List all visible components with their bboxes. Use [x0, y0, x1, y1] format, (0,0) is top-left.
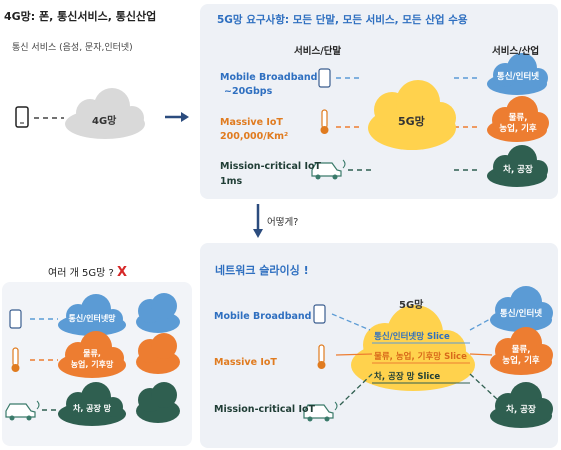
slice3-label: 차, 공장 망 Slice [374, 372, 441, 382]
thermometer-icon [320, 109, 329, 134]
multi-5g-title-text: 여러 개 5G망 ? [48, 268, 114, 279]
cloud-5g-bottom [351, 305, 475, 391]
rb-row1: Mobile Broadband [214, 311, 312, 322]
row1-name: Mobile Broadband [220, 72, 318, 83]
col-industry-header: 서비스/산업 [492, 46, 540, 57]
cloud-dark-top [487, 145, 548, 187]
car-icon [5, 400, 40, 421]
title-5g: 5G망 요구사항: 모든 단말, 모든 서비스, 모든 산업 수용 [217, 14, 468, 26]
net-5g-label: 5G망 [399, 300, 424, 311]
slicing-title: 네트워크 슬라이싱 ! [215, 264, 309, 277]
cloud-4g-label: 4G망 [92, 116, 117, 127]
cloud-dark-bottom [490, 382, 553, 428]
cloud-label-blue-bottom: 통신/인터넷 [499, 309, 543, 319]
cloud-label-orange-top: 물류, 농업, 기후 [499, 113, 537, 134]
row2-value: 200,000/Km² [220, 131, 289, 142]
down-arrow [253, 204, 263, 238]
thermometer-icon [317, 344, 326, 369]
cloud-label-blue-left: 통신/인터넷망 [68, 314, 116, 323]
cloud-4g [65, 88, 145, 139]
rb-row2: Massive IoT [214, 357, 277, 368]
cloud-blue-left-2 [136, 293, 180, 333]
cloud-5g-top [368, 80, 456, 150]
cloud-orange-top [487, 96, 549, 142]
how-question: 어떻게? [267, 217, 299, 228]
cloud-blue-bottom [490, 286, 553, 332]
cloud-orange-bottom [490, 327, 553, 375]
col-device-header: 서비스/단말 [294, 46, 342, 57]
cloud-blue-top [487, 53, 548, 95]
right-arrow [165, 112, 189, 122]
row2-name: Massive IoT [220, 117, 283, 128]
thermometer-icon [11, 347, 20, 372]
phone-icon [9, 309, 22, 329]
phone-icon [313, 304, 326, 324]
row3-value: 1ms [220, 176, 243, 187]
cloud-dark-left-2 [136, 382, 180, 423]
cloud-blue-left [58, 294, 126, 336]
cloud-label-blue-top: 통신/인터넷 [496, 72, 540, 82]
cloud-label-dark-bottom: 차, 공장 [506, 405, 536, 415]
cloud-label-dark-top: 차, 공장 [503, 165, 533, 175]
row3-name: Mission-critical IoT [220, 161, 322, 172]
cloud-dark-left [58, 382, 126, 426]
cloud-orange-left-2 [136, 333, 180, 374]
cloud-orange-left [58, 331, 126, 378]
phone-icon [318, 68, 331, 88]
cloud-label-orange-left: 물류, 농업, 기후망 [70, 349, 114, 369]
rb-row3: Mission-critical IoT [214, 404, 316, 415]
slice2-label: 물류, 농업, 기후망 Slice [374, 352, 467, 362]
cloud-label-dark-left: 차, 공장 망 [72, 404, 112, 413]
row1-value: ~20Gbps [224, 86, 273, 97]
phone-icon [15, 106, 29, 128]
subtitle-4g: 통신 서비스 (음성, 문자,인터넷) [12, 43, 133, 53]
center-5g-label: 5G망 [398, 115, 425, 128]
cloud-label-orange-bottom: 물류, 농업, 기후 [502, 345, 540, 366]
car-icon [311, 159, 346, 180]
x-mark: X [116, 265, 127, 280]
slice1-label: 통신/인터넷망 Slice [374, 332, 450, 342]
car-icon [303, 401, 338, 422]
title-4g: 4G망: 폰, 통신서비스, 통신산업 [4, 10, 157, 23]
multi-5g-title: 여러 개 5G망 ? X [48, 264, 127, 280]
